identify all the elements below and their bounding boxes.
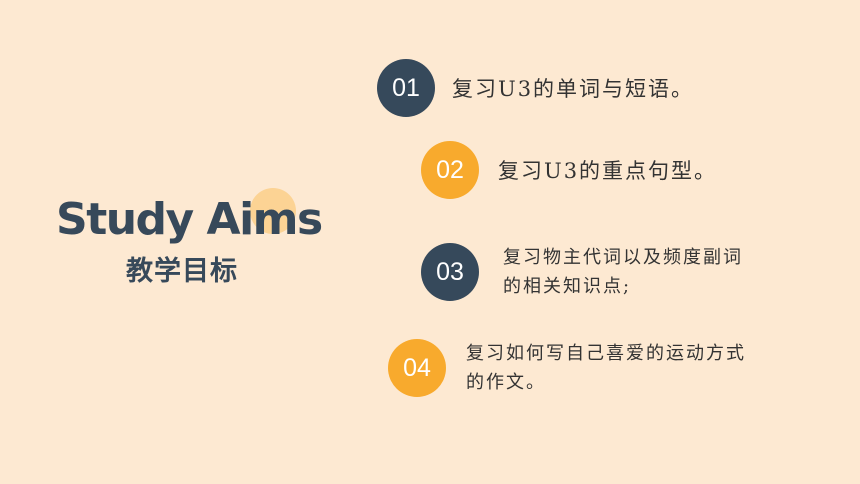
number-badge: 04 [388,339,446,397]
aim-text: 复习物主代词以及频度副词 的相关知识点; [503,247,743,297]
number-badge: 02 [421,141,479,199]
heading-chinese: 教学目标 [126,256,238,287]
decorative-circle [250,188,296,234]
aim-item-03: 03 复习物主代词以及频度副词 的相关知识点; [421,243,743,301]
aim-text: 复习U3的重点句型。 [498,159,718,183]
aim-text: 复习U3的单词与短语。 [452,77,695,101]
number-badge: 01 [377,59,435,117]
heading-english: Study Aims [56,194,323,245]
number-badge: 03 [421,243,479,301]
aim-item-01: 01 复习U3的单词与短语。 [377,59,694,117]
aim-text: 复习如何写自己喜爱的运动方式 的作文。 [466,343,746,393]
aim-item-04: 04 复习如何写自己喜爱的运动方式 的作文。 [388,339,746,397]
aim-item-02: 02 复习U3的重点句型。 [421,141,717,199]
